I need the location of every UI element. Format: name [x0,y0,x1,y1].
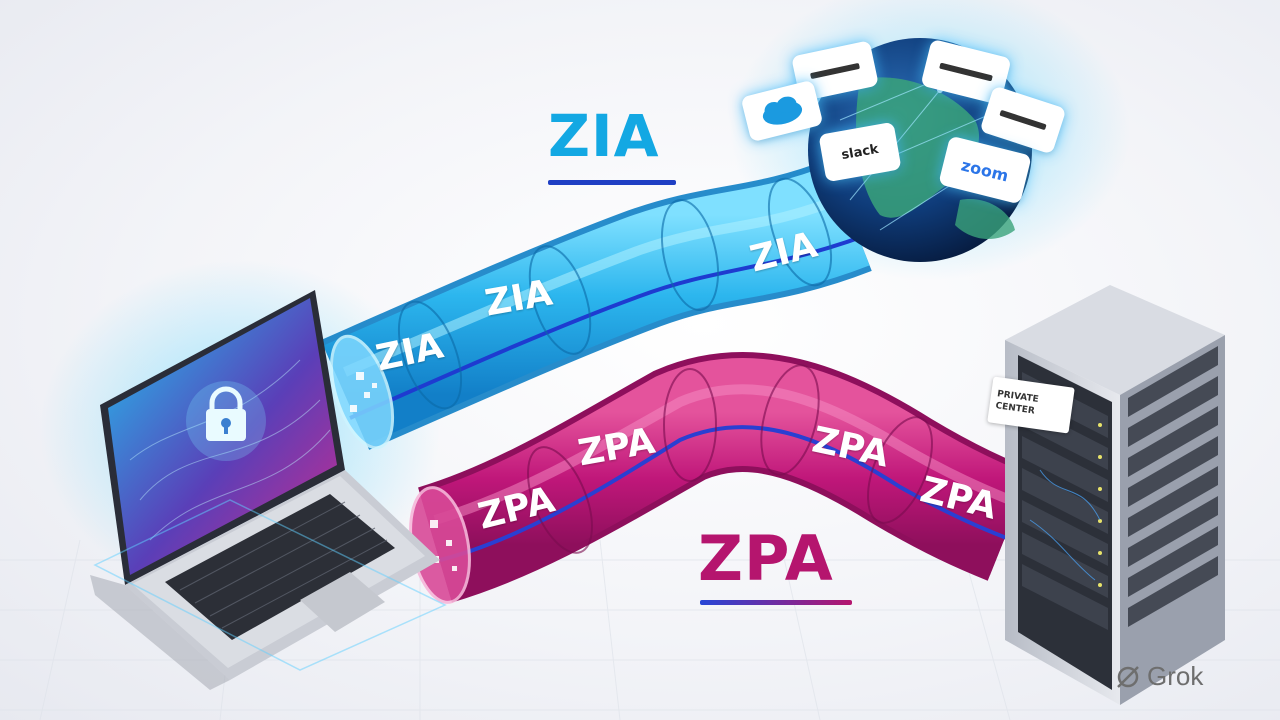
touchpad [300,572,385,632]
lock-icon [186,381,266,461]
grok-logo-icon [1117,665,1139,688]
zia-tunnel [320,158,886,450]
platform-outline [93,499,447,671]
zia-title: ZIA [548,102,660,170]
zpa-tunnel [409,352,1033,604]
watermark-text: Grok [1147,661,1204,691]
server-rack [1005,285,1225,705]
cloud-icon [762,96,803,125]
grok-watermark: Grok [1115,661,1203,692]
zoom-label: zoom [959,154,1011,186]
laptop [90,290,440,690]
zia-title-underline [548,180,676,185]
app-logo-icon [999,110,1047,130]
app-card-icon [791,40,879,102]
app-card-icon [920,38,1012,106]
app-logo-icon [810,63,860,79]
zpa-title: ZPA [698,522,834,595]
app-logo-icon [939,62,993,82]
salesforce-cloud-icon [740,79,824,143]
app-card-icon [979,85,1067,155]
zpa-title-underline [700,600,852,605]
keyboard [165,494,395,640]
slack-label: slack [840,141,880,163]
